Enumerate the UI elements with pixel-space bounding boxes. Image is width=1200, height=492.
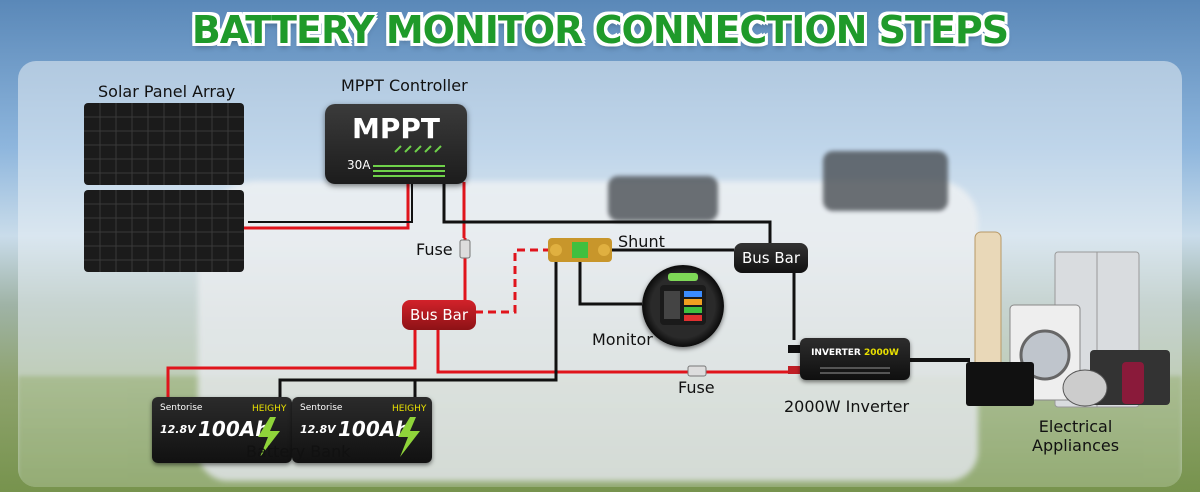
- battery-capacity: 100Ah: [338, 417, 410, 441]
- battery-voltage: 12.8V: [300, 423, 336, 436]
- battery-voltage: 12.8V: [160, 423, 196, 436]
- label-fuse-bottom: Fuse: [678, 378, 715, 397]
- battery-series: HEIGHY: [252, 404, 287, 414]
- mppt-amps: 30A: [347, 158, 371, 172]
- solar-panel-icon: [84, 103, 244, 272]
- fuse-icon: [459, 239, 471, 259]
- label-appliances: Electrical Appliances: [1032, 417, 1119, 455]
- inverter-watts: 2000W: [863, 348, 899, 358]
- inverter-icon: INVERTER 2000W: [800, 338, 910, 380]
- label-monitor: Monitor: [592, 330, 653, 349]
- bus-bar-negative: Bus Bar: [734, 243, 808, 273]
- rv-window: [823, 151, 948, 211]
- battery-series: HEIGHY: [392, 404, 427, 414]
- appliances-icon: [966, 231, 1170, 408]
- label-appliances-line1: Electrical: [1038, 417, 1113, 436]
- monitor-icon: [642, 265, 724, 347]
- battery-brand: Sentorise: [160, 403, 203, 413]
- label-inverter: 2000W Inverter: [784, 397, 910, 416]
- label-appliances-line2: Appliances: [1032, 436, 1120, 455]
- fuse-icon: [687, 365, 707, 377]
- page-title: BATTERY MONITOR CONNECTION STEPS: [191, 8, 1009, 52]
- mppt-controller-icon: MPPT 30A: [325, 104, 467, 184]
- rv-window: [608, 176, 718, 221]
- inverter-prefix: INVERTER: [811, 348, 861, 358]
- battery-icon: Sentorise 12.8V 100Ah HEIGHY: [152, 397, 292, 463]
- battery-icon: Sentorise 12.8V 100Ah HEIGHY: [292, 397, 432, 463]
- mppt-brand: MPPT: [351, 112, 440, 145]
- battery-capacity: 100Ah: [198, 417, 270, 441]
- battery-brand: Sentorise: [300, 403, 343, 413]
- label-shunt: Shunt: [618, 232, 665, 251]
- label-battery-bank: Battery Bank: [246, 442, 351, 461]
- label-solar-panel-array: Solar Panel Array: [98, 82, 236, 101]
- inverter-model: INVERTER 2000W: [800, 348, 910, 358]
- label-fuse-top: Fuse: [416, 240, 453, 259]
- shunt-icon: [548, 238, 612, 262]
- label-mppt-controller: MPPT Controller: [341, 76, 468, 95]
- bus-bar-positive: Bus Bar: [402, 300, 476, 330]
